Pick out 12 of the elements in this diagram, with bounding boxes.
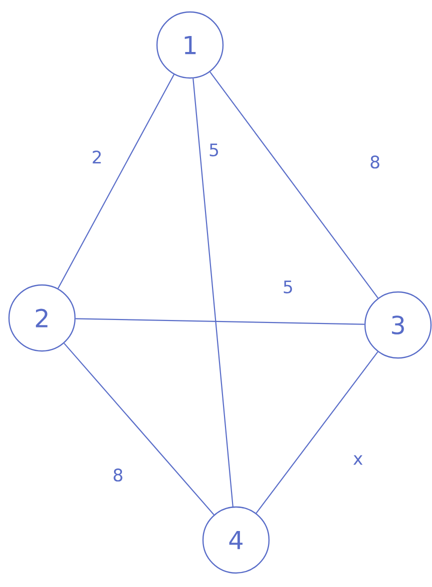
edge-line [256, 352, 378, 514]
edge-line [76, 318, 364, 325]
edge-label: x [352, 454, 364, 466]
edge-label: 5 [282, 280, 294, 294]
edge-line [64, 342, 214, 516]
edge-line [58, 74, 174, 289]
edge-label: 8 [368, 154, 382, 170]
edge-line [210, 72, 378, 298]
edge-line [192, 78, 234, 507]
edge-label: 8 [112, 467, 124, 483]
edge-label: 2 [90, 150, 104, 164]
edge-label: 5 [208, 142, 220, 158]
